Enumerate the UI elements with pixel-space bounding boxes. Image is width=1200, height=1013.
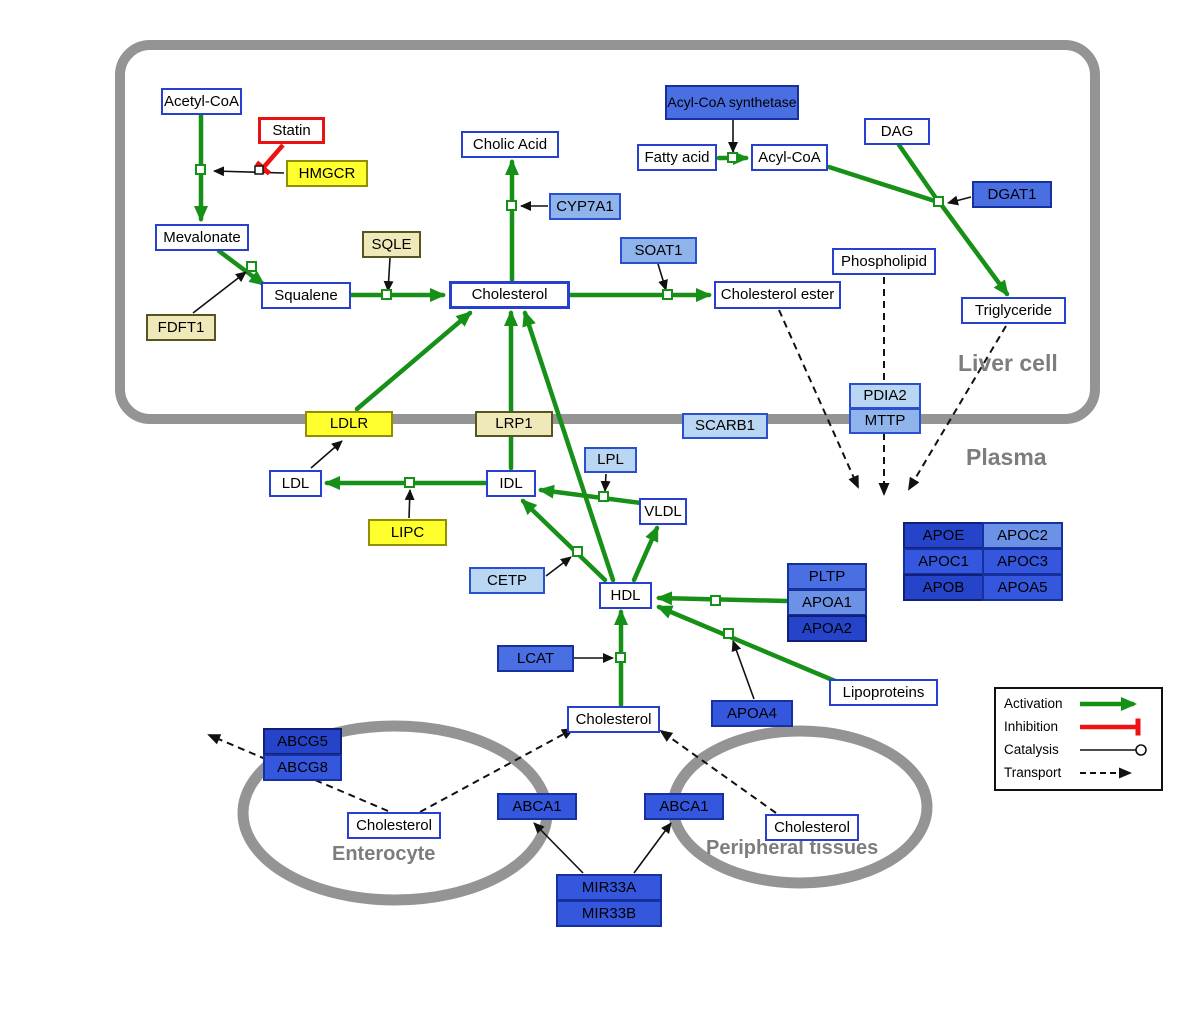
node-dgat1[interactable]: DGAT1 [972, 181, 1052, 208]
edge-fdft1-cat [192, 271, 247, 314]
node-mttp[interactable]: MTTP [849, 408, 921, 434]
node-ldlr[interactable]: LDLR [305, 411, 393, 437]
node-sqle[interactable]: SQLE [362, 231, 421, 258]
node-phospholipid[interactable]: Phospholipid [832, 248, 936, 275]
peripheral-tissues-label: Peripheral tissues [706, 837, 879, 859]
edge-apoa4-cat [731, 640, 755, 700]
activation-edges [194, 112, 1010, 708]
node-abcg5[interactable]: ABCG5 [263, 728, 342, 755]
edge-statin-inhibits-hmgcr [254, 143, 285, 176]
node-fdft1[interactable]: FDFT1 [146, 314, 216, 341]
edge-enterocyte-cholesterol-plasma [419, 728, 575, 813]
node-idl[interactable]: IDL [486, 470, 536, 497]
edge-sqle-cat [383, 257, 394, 292]
node-abca1-enterocyte[interactable]: ABCA1 [497, 793, 577, 820]
legend-transport-label: Transport [1004, 765, 1062, 780]
legend-catalysis-circle [1135, 744, 1147, 756]
node-cholesterol-ester[interactable]: Cholesterol ester [714, 281, 841, 309]
edge-ldl-ldlr [310, 440, 343, 469]
edge-triglyceride-plasma [907, 325, 1007, 491]
edge-dag-junction [896, 142, 941, 204]
node-cetp[interactable]: CETP [469, 567, 545, 594]
node-cholesterol-plasma[interactable]: Cholesterol [567, 706, 660, 733]
edge-mevalonate-squalene [216, 248, 266, 287]
liver-cell-membrane [115, 40, 1100, 424]
node-apoa1[interactable]: APOA1 [787, 589, 867, 616]
node-apoe[interactable]: APOE [903, 522, 984, 549]
edge-soat1-cat [657, 263, 668, 291]
edge-mir33-abca1-left [533, 822, 584, 874]
enterocyte-label: Enterocyte [332, 843, 436, 865]
legend-catalysis-label: Catalysis [1004, 742, 1059, 757]
edge-lipoproteins-hdl [656, 604, 838, 684]
node-hmgcr[interactable]: HMGCR [286, 160, 368, 187]
edge-ldlr-cholesterol [354, 310, 473, 412]
node-apoc3[interactable]: APOC3 [982, 548, 1063, 575]
legend-activation-label: Activation [1004, 696, 1063, 711]
node-apoa2[interactable]: APOA2 [787, 615, 867, 642]
edge-junction-triglyceride [937, 200, 1010, 297]
node-cyp7a1[interactable]: CYP7A1 [549, 193, 621, 220]
liver-cell-label: Liver cell [958, 350, 1058, 376]
node-lrp1[interactable]: LRP1 [475, 411, 553, 437]
node-apoa5[interactable]: APOA5 [982, 574, 1063, 601]
node-cholic-acid[interactable]: Cholic Acid [461, 131, 559, 158]
node-apoc1[interactable]: APOC1 [903, 548, 984, 575]
edge-hmgcr-cat [213, 166, 285, 177]
edge-hdl-cholesterol [522, 310, 616, 583]
node-ldl[interactable]: LDL [269, 470, 322, 497]
node-triglyceride[interactable]: Triglyceride [961, 297, 1066, 324]
node-statin[interactable]: Statin [258, 117, 325, 144]
node-apob[interactable]: APOB [903, 574, 984, 601]
node-pdia2[interactable]: PDIA2 [849, 383, 921, 409]
node-apoc2[interactable]: APOC2 [982, 522, 1063, 549]
legend-symbols [1080, 697, 1147, 779]
node-acyl-coa-synthetase[interactable]: Acyl-CoA synthetase [665, 85, 799, 120]
node-lipc[interactable]: LIPC [368, 519, 447, 546]
node-soat1[interactable]: SOAT1 [620, 237, 697, 264]
catalysis-edges [192, 120, 972, 874]
inhibition-target-square [254, 165, 264, 175]
node-hdl[interactable]: HDL [599, 582, 652, 609]
node-cholesterol-liver[interactable]: Cholesterol [449, 281, 570, 309]
node-scarb1[interactable]: SCARB1 [682, 413, 768, 439]
reaction-node-squares [195, 152, 944, 663]
node-abca1-peripheral[interactable]: ABCA1 [644, 793, 724, 820]
node-vldl[interactable]: VLDL [639, 498, 687, 525]
node-lpl[interactable]: LPL [584, 447, 637, 473]
node-lipoproteins[interactable]: Lipoproteins [829, 679, 938, 706]
node-dag[interactable]: DAG [864, 118, 930, 145]
legend-inhibition-label: Inhibition [1004, 719, 1059, 734]
edge-mir33-abca1-right [633, 822, 672, 874]
node-mir33a[interactable]: MIR33A [556, 874, 662, 901]
edge-hdl-vldl [631, 525, 660, 583]
edge-cholesterolester-plasma [778, 309, 859, 489]
edge-acylcoa-junction [826, 164, 941, 205]
edge-hdl-idl [520, 498, 608, 583]
node-mevalonate[interactable]: Mevalonate [155, 224, 249, 251]
edge-apoa1-hdl [656, 591, 789, 606]
edge-lpl-cat [600, 473, 611, 492]
edge-lipc-cat [404, 489, 415, 519]
node-fatty-acid[interactable]: Fatty acid [637, 144, 717, 171]
edge-dgat1-cat [947, 195, 972, 206]
node-apoa4[interactable]: APOA4 [711, 700, 793, 727]
node-acetyl-coa[interactable]: Acetyl-CoA [161, 88, 242, 115]
node-pltp[interactable]: PLTP [787, 563, 867, 590]
edge-vldl-idl [538, 484, 644, 506]
node-squalene[interactable]: Squalene [261, 282, 351, 309]
node-lcat[interactable]: LCAT [497, 645, 574, 672]
plasma-label: Plasma [966, 444, 1047, 470]
node-cholesterol-peripheral[interactable]: Cholesterol [765, 814, 859, 841]
node-acyl-coa[interactable]: Acyl-CoA [751, 144, 828, 171]
edge-cetp-cat [545, 556, 572, 577]
node-mir33b[interactable]: MIR33B [556, 900, 662, 927]
inhibition-edge [254, 143, 285, 176]
node-abcg8[interactable]: ABCG8 [263, 754, 342, 781]
node-cholesterol-enterocyte[interactable]: Cholesterol [347, 812, 441, 839]
